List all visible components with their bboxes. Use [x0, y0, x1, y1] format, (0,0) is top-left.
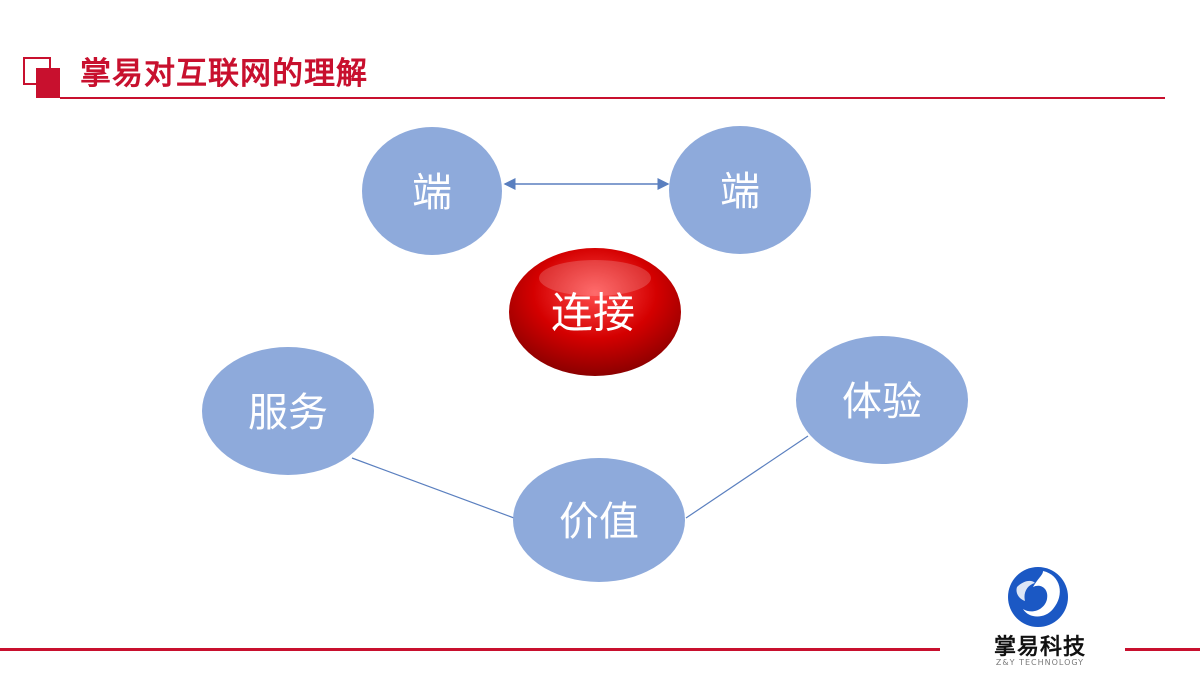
connection-center-node: 连接 — [509, 248, 681, 376]
value-node: 价值 — [513, 458, 685, 582]
page-title: 掌易对互联网的理解 — [80, 56, 368, 92]
swirl-circle-icon — [1008, 567, 1068, 627]
experience-node: 体验 — [796, 336, 968, 464]
header-divider — [60, 97, 1165, 99]
value-node-label: 价值 — [559, 499, 639, 545]
company-name: 掌易科技 — [993, 635, 1086, 660]
end-node-left: 端 — [362, 127, 502, 255]
service-node: 服务 — [202, 347, 374, 475]
service-node-label: 服务 — [248, 390, 328, 436]
value-experience-connector — [685, 435, 809, 519]
service-value-connector — [351, 457, 515, 519]
connection-center-label: 连接 — [551, 289, 635, 338]
experience-node-label: 体验 — [842, 379, 922, 425]
footer-divider-left — [0, 648, 940, 651]
end-node-right: 端 — [669, 126, 811, 254]
title-accent-icon — [23, 57, 60, 98]
end-node-left-label: 端 — [412, 170, 452, 216]
footer-divider-right — [1125, 648, 1200, 651]
company-subtitle: Z&Y TECHNOLOGY — [995, 658, 1085, 667]
end-node-right-label: 端 — [720, 169, 760, 215]
company-logo: 掌易科技 Z&Y TECHNOLOGY — [955, 565, 1125, 670]
